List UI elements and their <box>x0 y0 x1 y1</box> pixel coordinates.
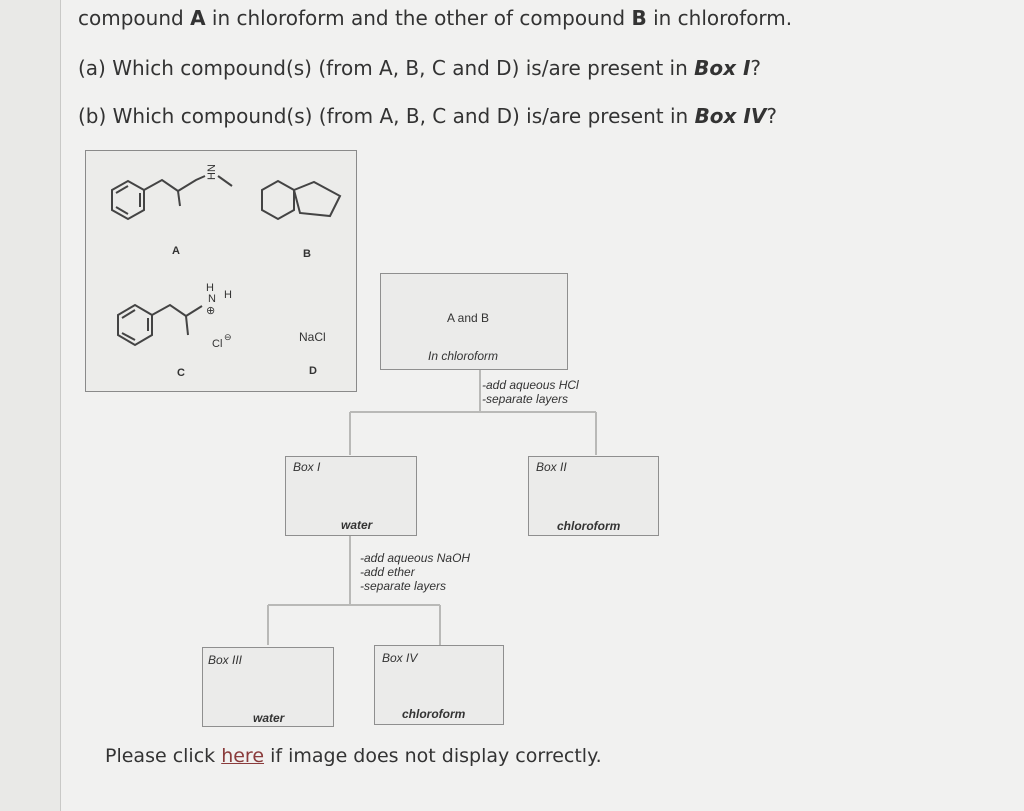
here-link[interactable]: here <box>221 745 265 767</box>
question-a: (a) Which compound(s) (from A, B, C and … <box>78 56 762 80</box>
box-4-label: Box IV <box>382 651 418 665</box>
question-b: (b) Which compound(s) (from A, B, C and … <box>78 104 777 128</box>
compound-c-label: C <box>177 367 185 379</box>
step2-add-ether: -add ether <box>360 565 415 579</box>
step2-separate: -separate layers <box>360 579 447 593</box>
step2-add-naoh: -add aqueous NaOH <box>360 551 471 565</box>
compound-c-cl: Cl <box>212 338 223 350</box>
structures-panel <box>85 150 357 392</box>
box-3 <box>202 647 334 727</box>
question-intro: compound A in chloroform and the other o… <box>78 6 793 30</box>
compound-c-h1: H <box>206 282 214 294</box>
start-box <box>380 273 568 370</box>
compound-c-benzene-ring <box>117 303 153 347</box>
box-4-layer: chloroform <box>402 707 466 721</box>
box-2 <box>528 456 659 536</box>
step1-separate: -separate layers <box>482 392 569 406</box>
compound-c-n: N <box>208 293 216 305</box>
compound-a-label: A <box>172 245 180 257</box>
box-2-layer: chloroform <box>557 519 621 533</box>
compound-b-five-ring <box>292 180 342 218</box>
start-solvent: In chloroform <box>428 349 499 363</box>
box-2-label: Box II <box>536 460 567 474</box>
box-1-label: Box I <box>293 460 321 474</box>
start-compounds: A and B <box>447 311 490 325</box>
box-1 <box>285 456 417 536</box>
compound-c-chain <box>151 303 203 318</box>
compound-c-h2: H <box>224 289 232 301</box>
compound-b-label: B <box>303 248 311 260</box>
compound-b-ring <box>261 179 295 221</box>
compound-c-minus: ⊖ <box>224 332 232 342</box>
box-3-layer: water <box>253 711 285 725</box>
box-4 <box>374 645 504 725</box>
compound-d-label: D <box>309 365 317 377</box>
box-3-label: Box III <box>208 653 243 667</box>
box-1-layer: water <box>341 518 373 532</box>
image-help-text: Please click here if image does not disp… <box>105 745 602 767</box>
compound-d-nacl: NaCl <box>299 330 326 344</box>
compound-a-benzene-ring <box>111 179 145 221</box>
compound-c-plus: ⊕ <box>206 305 216 317</box>
step1-add-hcl: -add aqueous HCl <box>482 378 579 392</box>
